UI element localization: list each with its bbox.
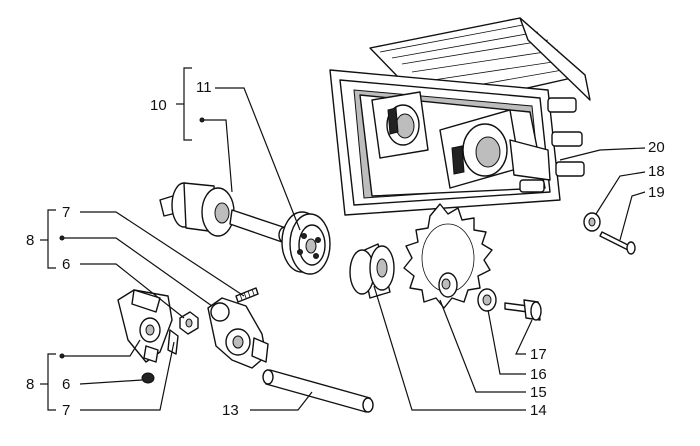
callout-20: 20 (648, 139, 665, 156)
callout-7-upper: 7 (62, 204, 70, 221)
callout-6-upper: 6 (62, 256, 70, 273)
rocker-shaft (262, 369, 374, 413)
callout-19: 19 (648, 184, 665, 201)
bearing (349, 243, 395, 299)
callout-11: 11 (196, 79, 212, 96)
callout-8-lower: 8 (26, 376, 34, 393)
sprocket-bolt (504, 299, 542, 321)
leader-lines (40, 67, 646, 411)
head-screw (599, 231, 636, 255)
cylinder-head (329, 17, 591, 216)
rocker-arm-lower (117, 289, 179, 384)
callout-16: 16 (530, 366, 547, 383)
rocker-arm-upper (179, 287, 269, 369)
callout-10: 10 (150, 97, 167, 114)
callout-13: 13 (222, 402, 239, 419)
timing-sprocket (403, 203, 493, 309)
callout-6-lower: 6 (62, 376, 70, 393)
callout-8-upper: 8 (26, 232, 34, 249)
camshaft (159, 182, 292, 244)
callout-14: 14 (530, 402, 547, 419)
callout-17: 17 (530, 346, 547, 363)
cam-hub (281, 211, 331, 275)
callout-18: 18 (648, 163, 665, 180)
washer (477, 288, 497, 312)
callout-labels: 11 10 20 18 19 7 8 6 8 6 7 13 14 15 16 1… (26, 79, 665, 419)
head-washer (583, 212, 601, 232)
callout-7-lower: 7 (62, 402, 70, 419)
callout-15: 15 (530, 384, 547, 401)
head-body (359, 91, 585, 197)
